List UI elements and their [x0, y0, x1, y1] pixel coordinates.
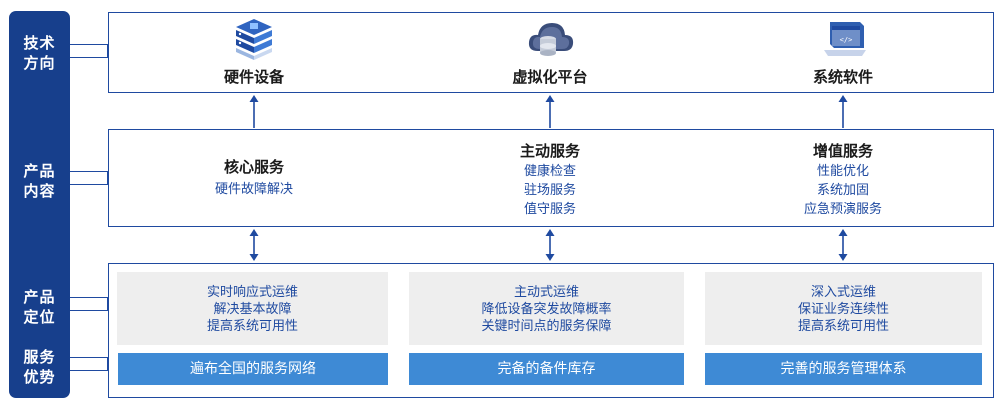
content-title-value-added: 增值服务 [812, 142, 873, 160]
sidebar-label-tech-direction: 技术 方向 [9, 33, 70, 73]
server-rack-icon [236, 19, 272, 60]
positioning-panel-proactive: 主动式运维 降低设备突发故障概率 关键时间点的服务保障 [409, 272, 684, 345]
content-items-proactive: 健康检查 驻场服务 值守服务 [430, 162, 670, 219]
svg-text:</>: </> [840, 36, 853, 44]
positioning-line: 主动式运维 [513, 285, 579, 300]
sidebar: 技术 方向 产品 内容 产品 定位 服务 优势 [9, 11, 70, 398]
content-title-core: 核心服务 [223, 158, 284, 176]
content-item: 性能优化 [816, 164, 869, 179]
content-item: 硬件故障解决 [214, 182, 293, 197]
tech-title-hardware: 硬件设备 [223, 68, 284, 86]
double-arrow-icon [838, 229, 848, 261]
positioning-line: 关键时间点的服务保障 [481, 319, 612, 334]
positioning-line: 实时响应式运维 [206, 285, 298, 300]
content-title-proactive: 主动服务 [519, 142, 580, 160]
positioning-line: 提高系统可用性 [797, 319, 889, 334]
connector-tech [70, 44, 108, 58]
positioning-line: 保证业务连续性 [797, 302, 889, 317]
connector-advantage [70, 357, 108, 371]
sidebar-label-line: 内容 [23, 182, 56, 200]
double-arrow-icon [545, 229, 555, 261]
sidebar-label-line: 优势 [23, 368, 56, 386]
tech-title-virtualization: 虚拟化平台 [512, 68, 588, 86]
tech-title-system-software: 系统软件 [812, 68, 873, 86]
sidebar-label-line: 方向 [23, 54, 56, 72]
sidebar-label-product-content: 产品 内容 [9, 161, 70, 201]
positioning-panel-in-depth: 深入式运维 保证业务连续性 提高系统可用性 [705, 272, 982, 345]
up-arrow-icon [249, 95, 259, 128]
sidebar-label-line: 服务 [23, 348, 56, 366]
code-window-icon: </> [824, 22, 866, 56]
content-item: 驻场服务 [523, 183, 576, 198]
double-arrow-icon [249, 229, 259, 261]
up-arrow-icon [838, 95, 848, 128]
advantage-service-network: 遍布全国的服务网络 [118, 353, 388, 385]
content-items-core: 硬件故障解决 [134, 180, 374, 199]
up-arrow-icon [545, 95, 555, 128]
sidebar-label-line: 产品 [23, 162, 56, 180]
content-item: 应急预演服务 [803, 202, 882, 217]
product-content-box [108, 129, 994, 227]
positioning-line: 解决基本故障 [213, 302, 292, 317]
sidebar-label-service-advantage: 服务 优势 [9, 347, 70, 387]
sidebar-label-line: 产品 [23, 288, 56, 306]
cloud-database-icon [528, 23, 574, 56]
sidebar-label-product-position: 产品 定位 [9, 287, 70, 327]
advantage-spare-parts: 完备的备件库存 [409, 353, 684, 385]
positioning-line: 深入式运维 [810, 285, 876, 300]
connector-content [70, 171, 108, 185]
positioning-line: 提高系统可用性 [206, 319, 298, 334]
content-item: 系统加固 [816, 183, 869, 198]
connector-position [70, 297, 108, 311]
content-item: 值守服务 [523, 202, 576, 217]
content-items-value-added: 性能优化 系统加固 应急预演服务 [723, 162, 963, 219]
advantage-management-system: 完善的服务管理体系 [705, 353, 982, 385]
positioning-panel-responsive: 实时响应式运维 解决基本故障 提高系统可用性 [117, 272, 388, 345]
positioning-line: 降低设备突发故障概率 [481, 302, 612, 317]
content-item: 健康检查 [523, 164, 576, 179]
sidebar-label-line: 技术 [23, 34, 56, 52]
sidebar-label-line: 定位 [23, 308, 56, 326]
